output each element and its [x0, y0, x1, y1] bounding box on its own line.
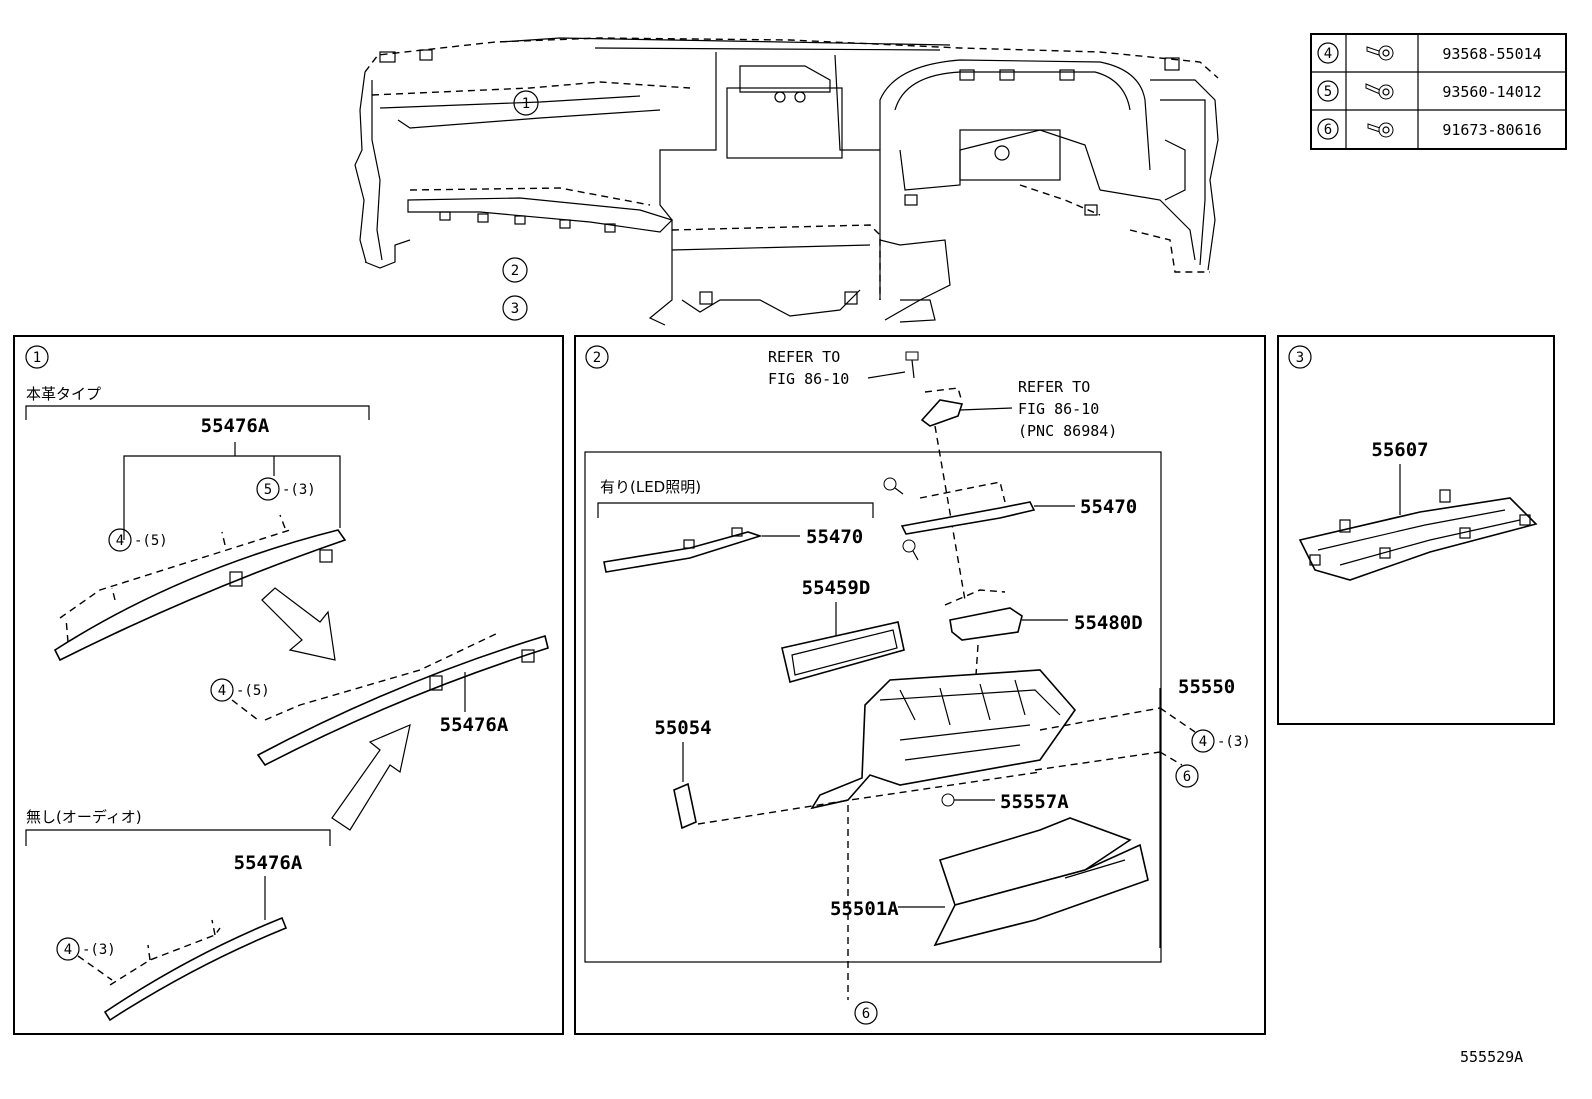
- bolt-4-glovebox-callout: [1191, 729, 1215, 753]
- bolt-upper-icon: [883, 477, 919, 561]
- refer-2-line-2: FIG 86-10: [1018, 400, 1099, 418]
- glove-box-damper: [781, 621, 905, 683]
- inner-assembly-frame: [584, 451, 1162, 963]
- screw-icon: [1365, 83, 1394, 100]
- panel-3-key: [1288, 345, 1312, 369]
- bolt-5-qty: -(3): [282, 482, 316, 498]
- overview-callout-2-label: 2: [511, 263, 519, 279]
- overview-callout-3: [502, 295, 528, 321]
- lock-pin-icon: [941, 793, 995, 807]
- fastener-key-6: [1317, 118, 1339, 140]
- refer-1-line-1: REFER TO: [768, 348, 840, 366]
- refer-2-line-3: (PNC 86984): [1018, 422, 1117, 440]
- no-audio-trim-strip: [103, 916, 288, 1022]
- bolt-4-no-audio-callout: [56, 937, 80, 961]
- glove-box-door: [933, 843, 1149, 947]
- leather-trim-strip: [53, 529, 347, 662]
- fastener-key-5-label: 5: [1324, 84, 1332, 100]
- part-55607: 55607: [1371, 439, 1428, 461]
- bolt-4-installed-qty: -(5): [236, 683, 270, 699]
- fastener-key-4: [1317, 42, 1339, 64]
- bolt-5-callout: [256, 477, 280, 501]
- bolt-4-qty: -(5): [134, 533, 168, 549]
- bolt-4-installed-label: 4: [218, 683, 226, 699]
- panel-3-reinforcement: 3 55607: [1277, 335, 1555, 725]
- leather-type-label: 本革タイプ: [26, 385, 101, 403]
- panel-2-glove-box: 2 REFER TO FIG 86-10 REFER TO FIG 86-10 …: [574, 335, 1266, 1035]
- panel-2-key: [585, 345, 609, 369]
- bolt-6-right-label: 6: [1183, 769, 1191, 785]
- installed-part-number: 55476A: [440, 714, 509, 736]
- bolt-6-bottom-label: 6: [862, 1006, 870, 1022]
- overview-callout-1: [513, 90, 539, 116]
- bolt-icon: [1366, 45, 1394, 61]
- arrow-down-right-icon: [261, 587, 336, 661]
- panel-2-key-label: 2: [593, 350, 601, 366]
- bolt-5-callout-label: 5: [264, 482, 272, 498]
- part-55501A: 55501A: [830, 898, 899, 920]
- overview-callout-1-label: 1: [522, 96, 530, 112]
- glove-box-lamp: [673, 782, 697, 830]
- overview-callout-2: [502, 257, 528, 283]
- fastener-key-6-label: 6: [1324, 122, 1332, 138]
- bolt-6-bottom-callout: [854, 1001, 878, 1025]
- diagram-code: 555529A: [1460, 1048, 1523, 1066]
- bolt-4-callout: [108, 528, 132, 552]
- fastener-part-3: 91673-80616: [1442, 121, 1541, 139]
- leather-part-number: 55476A: [201, 415, 270, 437]
- panel-1-instrument-trim: 1 本革タイプ 55476A 5 -(3) 4 -(5) 4 -(5) 5547…: [13, 335, 564, 1035]
- arrow-up-right-icon: [331, 723, 411, 831]
- lid-strip: [900, 501, 1036, 535]
- panel-1-key: [25, 345, 49, 369]
- bolt-4-no-audio-label: 4: [64, 942, 72, 958]
- bolt-4-callout-label: 4: [116, 533, 124, 549]
- fastener-part-1: 93568-55014: [1442, 45, 1541, 63]
- refer-1-line-2: FIG 86-10: [768, 370, 849, 388]
- refer-2-line-1: REFER TO: [1018, 378, 1090, 396]
- led-part-number: 55470: [806, 526, 863, 548]
- bolt-6-right-callout: [1175, 764, 1199, 788]
- part-55557A: 55557A: [1000, 791, 1069, 813]
- bolt-4-glovebox-label: 4: [1199, 734, 1207, 750]
- overview-callout-3-label: 3: [511, 301, 519, 317]
- panel-1-key-label: 1: [33, 350, 41, 366]
- glove-box-housing: [810, 669, 1077, 810]
- lamp-bracket: [920, 399, 964, 427]
- led-strip: [603, 531, 763, 573]
- led-lighting-label: 有り(LED照明): [600, 478, 701, 496]
- clip-bolt-icon: [1367, 122, 1394, 138]
- no-audio-part-number: 55476A: [234, 852, 303, 874]
- fastener-key-5: [1317, 80, 1339, 102]
- lock-striker: [949, 607, 1023, 641]
- screw-refer-icon: [905, 351, 919, 379]
- part-55480D: 55480D: [1074, 612, 1143, 634]
- part-55459D: 55459D: [802, 577, 871, 599]
- fastener-part-2: 93560-14012: [1442, 83, 1541, 101]
- bolt-4-glovebox-qty: -(3): [1217, 734, 1251, 750]
- bolt-4-installed-callout: [210, 678, 234, 702]
- fastener-key-4-label: 4: [1324, 46, 1332, 62]
- bolt-4-no-audio-qty: -(3): [82, 942, 116, 958]
- fastener-table: 4 93568-55014 5 93560-14012 6 91673-8061…: [1310, 33, 1567, 150]
- part-55470: 55470: [1080, 496, 1137, 518]
- part-55054: 55054: [654, 717, 711, 739]
- panel-3-key-label: 3: [1296, 350, 1304, 366]
- dashboard-overview-drawing: 1 2 3: [354, 37, 1219, 326]
- no-audio-label: 無し(オーディオ): [26, 808, 142, 826]
- part-55550: 55550: [1178, 676, 1235, 698]
- installed-trim-strip: [256, 634, 549, 767]
